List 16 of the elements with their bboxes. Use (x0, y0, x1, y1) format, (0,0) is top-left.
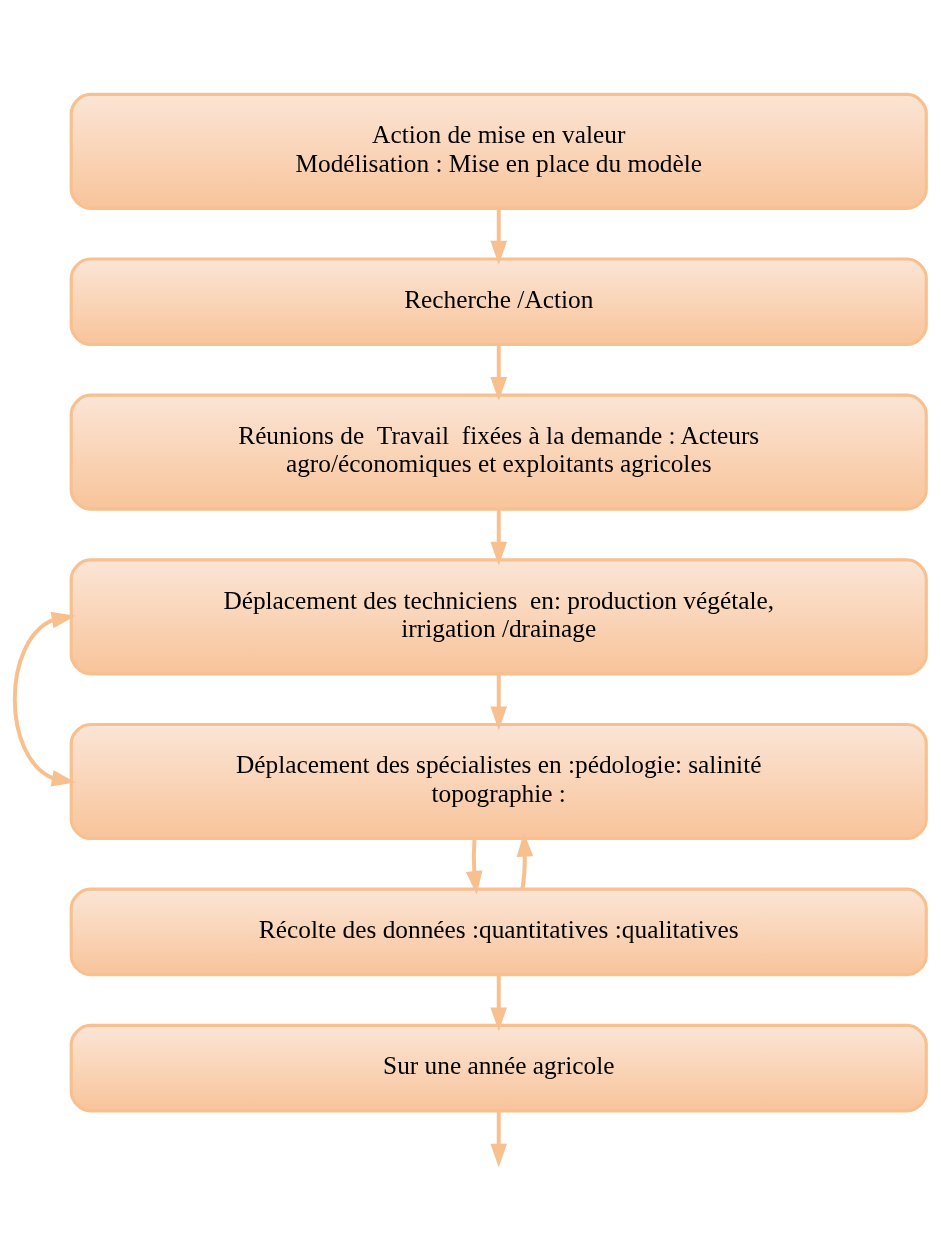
arrow (490, 345, 508, 401)
arrow (490, 208, 508, 265)
arrow (516, 832, 534, 890)
node-box: Sur une année agricole (69, 1023, 928, 1113)
node-box: Recherche /Action (69, 257, 928, 347)
arrow (490, 1111, 508, 1168)
arrow (490, 509, 508, 566)
arrow (12, 611, 76, 787)
node-box: Réunions de Travail fixées à la demande : Acteurs agro/économiques et exploitants agricoles (69, 393, 928, 511)
node-box: Récolte des données :quantitatives :qualitatives (69, 887, 928, 977)
arrow (465, 838, 483, 895)
node-box: Déplacement des spécialistes en :pédologie: salinité topographie : (69, 722, 928, 841)
arrow (490, 674, 508, 731)
node-box: Action de mise en valeur Modélisation : Mise en place du modèle (69, 92, 928, 210)
node-box: Déplacement des techniciens en: production végétale, irrigation /drainage (69, 558, 928, 676)
arrow (490, 974, 508, 1032)
